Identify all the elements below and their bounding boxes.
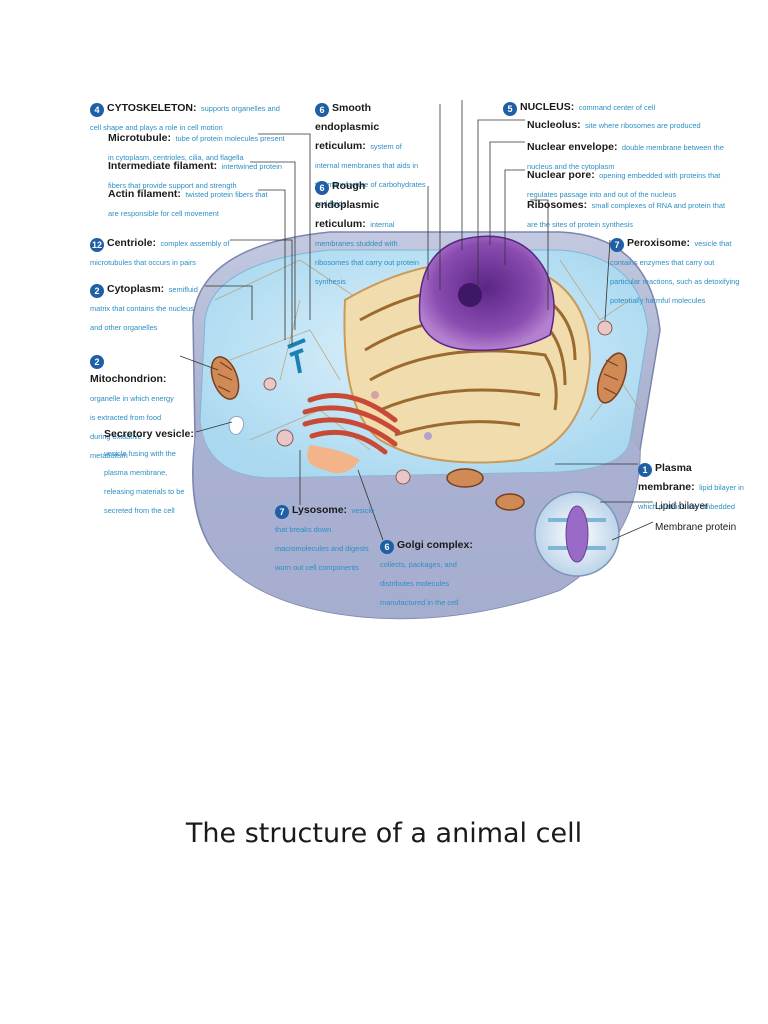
golgi-shape (302, 393, 401, 455)
golgi-vesicles (307, 445, 360, 474)
page-caption: The structure of a animal cell (185, 818, 583, 849)
label-nuclear-envelope: Nuclear envelope: double membrane betwee… (527, 141, 724, 171)
centriole-shape (287, 338, 306, 374)
badge-5: 5 (503, 102, 517, 116)
label-nucleolus: Nucleolus: site where ribosomes are prod… (527, 119, 701, 131)
label-ribosomes: Ribosomes: small complexes of RNA and pr… (527, 199, 726, 229)
badge-2b: 2 (90, 355, 104, 369)
vesicles (263, 320, 613, 485)
badge-4: 4 (90, 103, 104, 117)
badge-1: 1 (638, 463, 652, 477)
nucleolus-shape (458, 283, 482, 307)
badge-2: 2 (90, 284, 104, 298)
label-secretory-vesicle: Secretory vesicle: vesicle fusing with t… (104, 428, 194, 515)
badge-6c: 6 (380, 540, 394, 554)
label-mitochondrion: 2Mitochondrion: organelle in which energ… (90, 355, 174, 460)
badge-7: 7 (610, 238, 624, 252)
label-microtubule: Microtubule: tube of protein molecules p… (108, 132, 285, 162)
badge-6b: 6 (315, 181, 329, 195)
badge-12: 12 (90, 238, 104, 252)
badge-7b: 7 (275, 505, 289, 519)
badge-6: 6 (315, 103, 329, 117)
label-intermediate-filament: Intermediate filament: intertwined prote… (108, 160, 282, 190)
label-nuclear-pore: Nuclear pore: opening embedded with prot… (527, 169, 721, 199)
leader-lines (179, 100, 654, 541)
membrane-protein-shape (565, 505, 589, 563)
label-actin-filament: Actin filament: twisted protein fibers t… (108, 188, 268, 218)
mitochondria (210, 352, 628, 511)
label-lipid-bilayer: Lipid bilayer (655, 501, 709, 512)
nucleus-shape (418, 235, 555, 351)
label-membrane-protein: Membrane protein (655, 522, 737, 533)
membrane-inset (534, 491, 620, 577)
